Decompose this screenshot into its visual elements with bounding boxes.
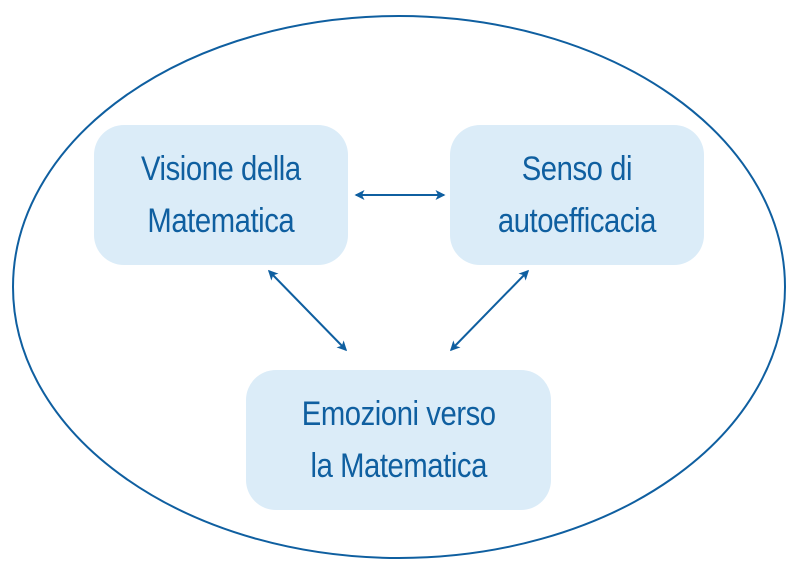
- node-emozioni-line2: la Matematica: [310, 447, 487, 485]
- node-emozioni-verso-la-matematica: Emozioni verso la Matematica: [246, 370, 551, 510]
- node-label-senso: Senso di autoefficacia: [485, 143, 669, 247]
- arrow-visione-emozioni: [267, 269, 348, 352]
- node-senso-line2: autoefficacia: [497, 202, 657, 240]
- arrow-senso-emozioni: [449, 269, 530, 352]
- node-visione-della-matematica: Visione della Matematica: [94, 125, 348, 265]
- node-label-visione: Visione della Matematica: [128, 143, 314, 247]
- node-senso-line1: Senso di: [521, 150, 633, 188]
- node-senso-di-autoefficacia: Senso di autoefficacia: [450, 125, 704, 265]
- node-emozioni-line1: Emozioni verso: [301, 395, 496, 433]
- node-label-emozioni: Emozioni verso la Matematica: [286, 388, 511, 492]
- node-visione-line1: Visione della: [141, 150, 301, 188]
- outer-ellipse: [12, 15, 786, 559]
- node-visione-line2: Matematica: [147, 202, 295, 240]
